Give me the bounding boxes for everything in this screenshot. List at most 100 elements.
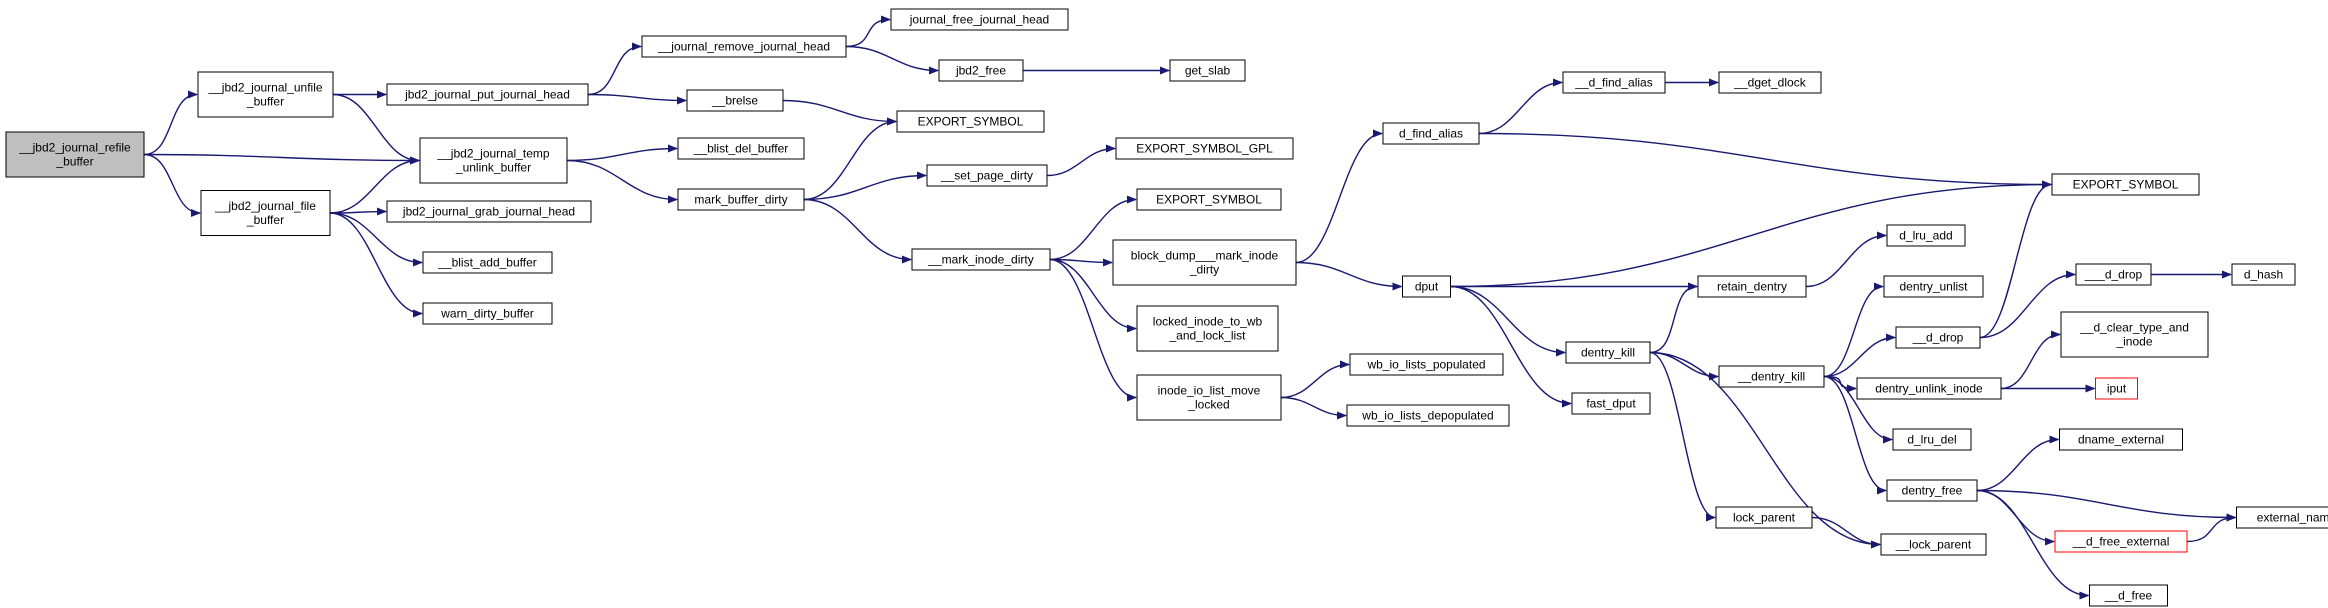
node-box [1346,404,1510,427]
node-export-symbol[interactable]: EXPORT_SYMBOL [1136,188,1282,211]
node-dentry-kill[interactable]: __dentry_kill [1718,365,1825,388]
node-jbd2-journal-put-journal-head[interactable]: jbd2_journal_put_journal_head [386,83,589,106]
node-label: EXPORT_SYMBOL_GPL [1136,142,1273,156]
node-brelse[interactable]: __brelse [686,89,784,112]
node-journal-free-journal-head[interactable]: journal_free_journal_head [890,8,1069,31]
node-dentry-free[interactable]: dentry_free [1886,479,1978,502]
node-fast-dput[interactable]: fast_dput [1571,392,1651,415]
node-box [938,59,1024,82]
node-label: d_lru_del [1907,433,1956,447]
node-box [1136,374,1282,421]
node-box [677,137,805,160]
call-edge-refile-to-unfile [143,90,198,156]
node-label: wb_io_lists_populated [1366,358,1485,372]
node-label: EXPORT_SYMBOL [1156,193,1262,207]
node-label: __blist_add_buffer [437,256,537,270]
node-label: block_dump___mark_inode [1131,249,1279,263]
node-label: dentry_free [1902,484,1963,498]
node-jbd2-journal-grab-journal-head[interactable]: jbd2_journal_grab_journal_head [386,200,592,223]
node-dname-external[interactable]: dname_external [2059,428,2183,451]
call-edge-dput-to-export_3 [1450,180,2052,288]
node-box [422,302,553,325]
call-edge-d_find_alias-to-export_3 [1478,132,2052,189]
node-dentry-unlist[interactable]: dentry_unlist [1883,275,1984,298]
node-wb-io-lists-populated[interactable]: wb_io_lists_populated [1349,353,1504,376]
node-box [1886,224,1966,247]
node-box [2059,428,2183,451]
node-box [1571,392,1651,415]
node-label: get_slab [1185,64,1231,78]
node-label: journal_free_journal_head [909,13,1049,27]
call-edge-d_drop-to-export_3 [1979,180,2052,339]
node-jbd2-free[interactable]: jbd2_free [938,59,1024,82]
node-export-symbol[interactable]: EXPORT_SYMBOL [896,110,1045,133]
node-box [2075,263,2152,286]
node-d-drop[interactable]: __d_drop [1895,326,1981,349]
node-label: jbd2_journal_put_journal_head [404,88,570,102]
call-edge-mark_inode_dirty-to-locked_inode [1049,258,1137,333]
node-inode-io-list-move-locked[interactable]: inode_io_list_move_locked [1136,374,1282,421]
node-jbd2-journal-file-buffer[interactable]: __jbd2_journal_file_buffer [200,190,331,236]
node-lock-parent[interactable]: __lock_parent [1880,533,1987,556]
node-label: __dentry_kill [1737,370,1805,384]
node-label: mark_buffer_dirty [694,193,787,207]
call-edge-mark_buffer_dirty-to-set_page_dirty [803,171,927,201]
node-label: __jbd2_journal_refile [18,141,131,155]
node-retain-dentry[interactable]: retain_dentry [1697,275,1807,298]
node-d-find-alias[interactable]: d_find_alias [1382,122,1480,145]
call-edge-put_head-to-remove_head [587,42,642,96]
node-locked-inode-to-wb-and-lock-list[interactable]: locked_inode_to_wb_and_lock_list [1136,305,1279,352]
call-edge-block_dump-to-dput [1295,261,1403,291]
call-edge-block_dump-to-d_find_alias [1295,129,1383,264]
node-label: jbd2_journal_grab_journal_head [402,205,575,219]
node-box [422,251,553,274]
node-d-drop[interactable]: ___d_drop [2075,263,2152,286]
node-warn-dirty-buffer[interactable]: warn_dirty_buffer [422,302,553,325]
node-blist-del-buffer[interactable]: __blist_del_buffer [677,137,805,160]
node-box [1883,275,1984,298]
node-lock-parent[interactable]: lock_parent [1715,506,1813,529]
node-d-clear-type-and-inode[interactable]: __d_clear_type_and_inode [2060,311,2209,358]
node-dput[interactable]: dput [1402,275,1451,298]
node-export-symbol[interactable]: EXPORT_SYMBOL [2051,173,2200,196]
node-mark-buffer-dirty[interactable]: mark_buffer_dirty [677,188,805,211]
node-set-page-dirty[interactable]: __set_page_dirty [926,164,1048,187]
call-edge-file-to-warn_dirty [329,212,423,318]
node-jbd2-journal-refile-buffer[interactable]: __jbd2_journal_refile_buffer [5,131,145,178]
node-d-lru-add[interactable]: d_lru_add [1886,224,1966,247]
node-label: d_hash [2244,268,2283,282]
node-d-free[interactable]: __d_free [2089,584,2168,607]
node-journal-remove-journal-head[interactable]: __journal_remove_journal_head [641,35,847,58]
call-edge-dentry_free-to-external_name [1976,489,2237,522]
node-block-dump-mark-inode-dirty[interactable]: block_dump___mark_inode_dirty [1112,239,1297,286]
call-edge-mark_inode_dirty-to-io_list_move [1049,258,1137,402]
node-external-name[interactable]: external_name [2236,506,2328,529]
node-box [1718,71,1822,94]
node-d-find-alias[interactable]: __d_find_alias [1562,71,1666,94]
node-dget-dlock[interactable]: __dget_dlock [1718,71,1822,94]
node-jbd2-journal-temp-unlink-buffer[interactable]: __jbd2_journal_temp_unlink_buffer [419,137,568,184]
node-label: dentry_kill [1581,346,1635,360]
node-label: __set_page_dirty [940,169,1033,183]
node-blist-add-buffer[interactable]: __blist_add_buffer [422,251,553,274]
node-label: __mark_inode_dirty [927,253,1033,267]
node-export-symbol-gpl[interactable]: EXPORT_SYMBOL_GPL [1115,137,1294,160]
node-get-slab[interactable]: get_slab [1169,59,1246,82]
node-label: _and_lock_list [1168,329,1246,343]
node-jbd2-journal-unfile-buffer[interactable]: __jbd2_journal_unfile_buffer [197,71,334,118]
node-label: __blist_del_buffer [693,142,789,156]
node-dentry-unlink-inode[interactable]: dentry_unlink_inode [1856,377,2002,400]
node-d-free-external[interactable]: __d_free_external [2054,530,2188,553]
node-dentry-kill[interactable]: dentry_kill [1565,341,1651,364]
node-label: dput [1415,280,1439,294]
node-d-hash[interactable]: d_hash [2231,263,2296,286]
node-label: __d_free_external [2072,535,2170,549]
node-label: iput [2107,382,2127,396]
call-edge-remove_head-to-free_head [845,15,891,48]
node-label: __d_find_alias [1574,76,1652,90]
node-mark-inode-dirty[interactable]: __mark_inode_dirty [911,248,1051,271]
node-iput[interactable]: iput [2095,377,2138,400]
node-wb-io-lists-depopulated[interactable]: wb_io_lists_depopulated [1346,404,1510,427]
node-label: _unlink_buffer [455,161,531,175]
node-d-lru-del[interactable]: d_lru_del [1892,428,1972,451]
